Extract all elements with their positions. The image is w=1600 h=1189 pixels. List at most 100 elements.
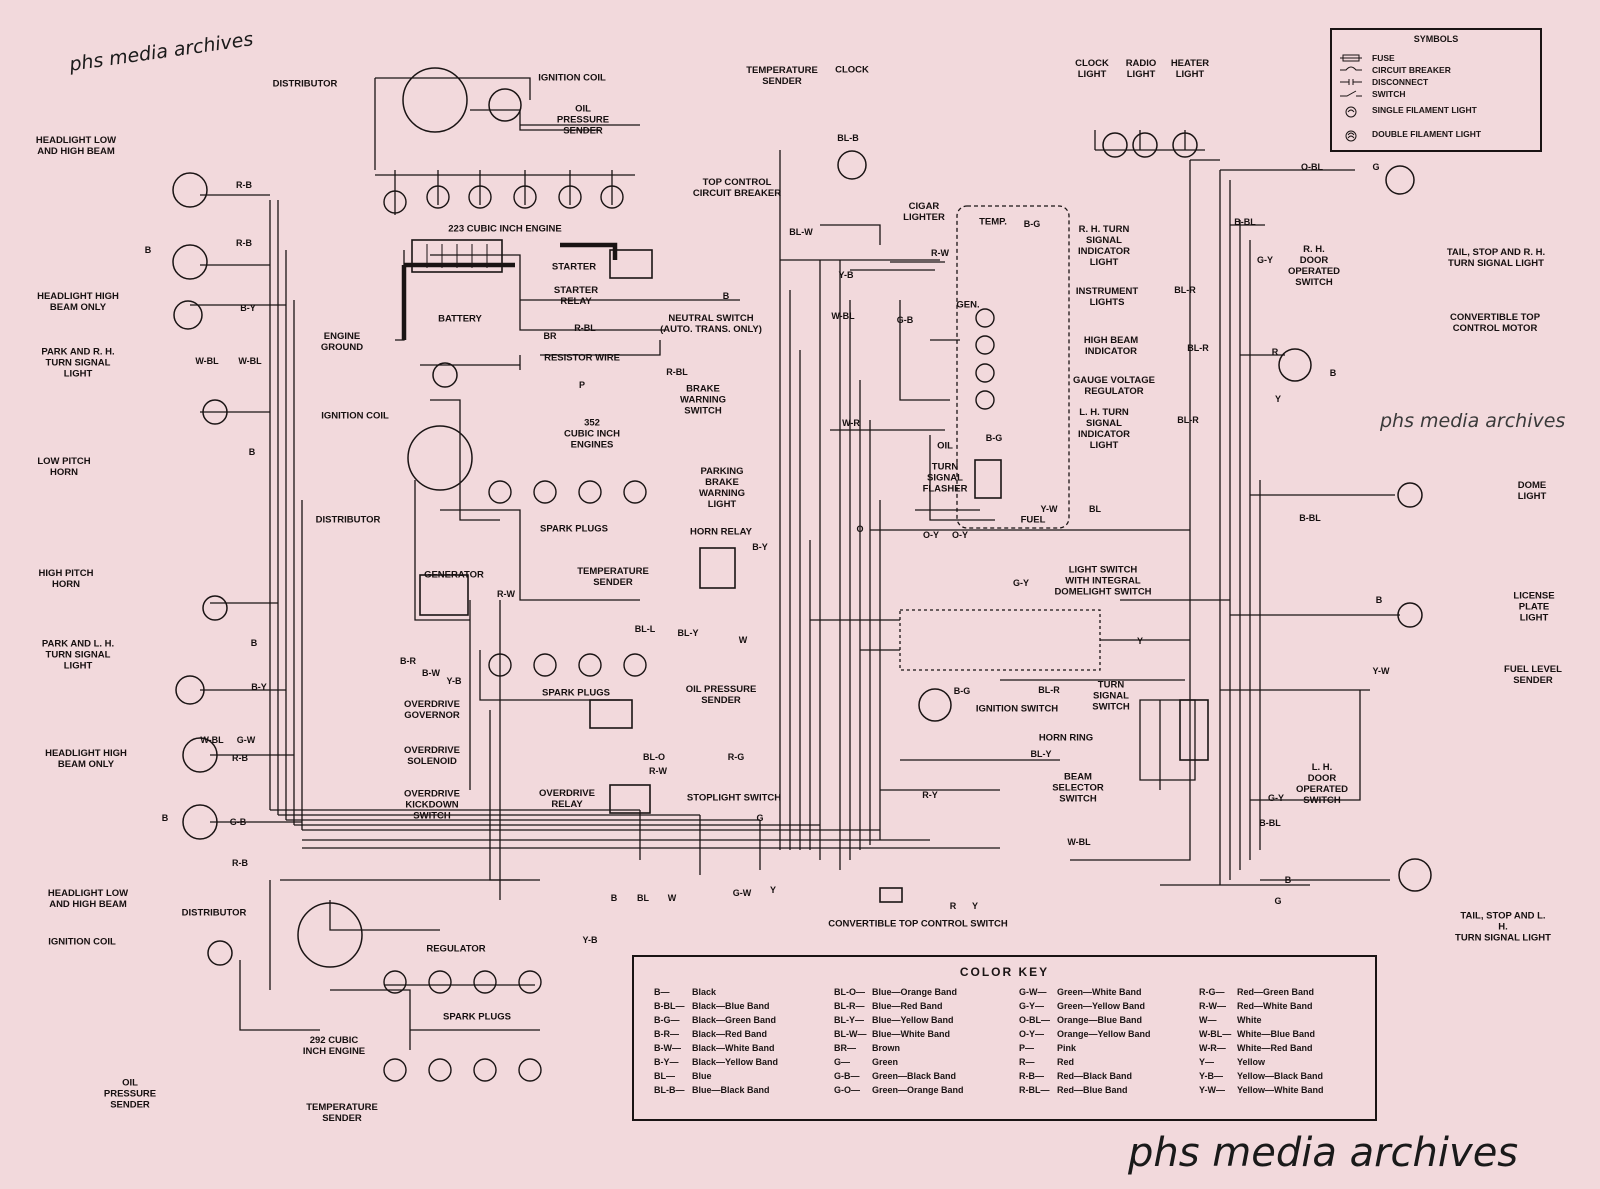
wire-code: G-W [236, 735, 256, 745]
label-brake-warning-switch: BRAKE WARNING SWITCH [680, 383, 726, 417]
label-spark-plugs-od: SPARK PLUGS [542, 687, 610, 699]
wire-code: BL-O [643, 752, 665, 762]
color-key-column-1: B—Black B-BL—Black—Blue Band B-G—Black—G… [654, 985, 832, 1097]
color-key-row: BL-R—Blue—Red Band [834, 1001, 943, 1011]
low-pitch-horn-body [202, 399, 228, 425]
label-resistor-wire: RESISTOR WIRE [544, 352, 620, 364]
label-cigar-lighter: CIGAR LIGHTER [903, 201, 945, 223]
radio-light-body [1132, 132, 1158, 158]
wire-code: R-W [649, 766, 667, 776]
color-key-row: BL-O—Blue—Orange Band [834, 987, 958, 997]
dome-light-body [1397, 482, 1423, 508]
symbol-label: SINGLE FILAMENT LIGHT [1372, 105, 1477, 115]
label-distributor-mid: DISTRIBUTOR [315, 514, 381, 526]
label-parking-brake-light: PARKING BRAKE WARNING LIGHT [699, 466, 745, 510]
wire-code: B-G [1023, 219, 1041, 229]
label-overdrive-kickdown: OVERDRIVE KICKDOWN SWITCH [404, 788, 460, 822]
color-key-row: G—Green [834, 1057, 899, 1067]
label-stoplight-switch: STOPLIGHT SWITCH [686, 792, 782, 804]
color-key-row: BR—Brown [834, 1043, 900, 1053]
wire-code: Y [1136, 636, 1144, 646]
color-key-row: R-G—Red—Green Band [1199, 987, 1315, 997]
wire-code: BL-R [1187, 343, 1209, 353]
color-key-row: B-Y—Black—Yellow Band [654, 1057, 779, 1067]
label-starter: STARTER [551, 261, 597, 273]
color-key-row: W-R—White—Red Band [1199, 1043, 1313, 1053]
symbol-row-fuse: FUSE [1340, 52, 1395, 64]
wire-code: W-BL [238, 356, 262, 366]
wire-code: O-Y [922, 530, 940, 540]
wire-code: BR [543, 331, 557, 341]
double-filament-light-icon [1340, 130, 1362, 142]
wire-code: B-Y [251, 682, 267, 692]
label-fuel-gauge: FUEL [1020, 514, 1046, 526]
wire-code: W-R [842, 418, 860, 428]
label-headlight-low-high-1: HEADLIGHT LOW AND HIGH BEAM [35, 135, 117, 157]
color-key-row: R-B—Red—Black Band [1019, 1071, 1133, 1081]
label-turn-signal-flasher: TURN SIGNAL FLASHER [922, 461, 968, 495]
wire-code: R-BL [666, 367, 688, 377]
wire-code: W [667, 893, 677, 903]
symbol-label: DOUBLE FILAMENT LIGHT [1372, 129, 1482, 139]
symbol-row-switch: SWITCH [1340, 88, 1406, 100]
color-key-row: R-BL—Red—Blue Band [1019, 1085, 1128, 1095]
turn-signal-flasher-body [974, 459, 1002, 499]
wire-code: W-BL [1067, 837, 1091, 847]
wire-code: R-W [931, 248, 949, 258]
wire-code: B-W [422, 668, 440, 678]
label-clock-light: CLOCK LIGHT [1075, 58, 1109, 80]
wire-code: R-BL [574, 323, 596, 333]
label-rh-turn-indicator: R. H. TURN SIGNAL INDICATOR LIGHT [1078, 224, 1130, 268]
label-rh-door-switch: R. H. DOOR OPERATED SWITCH [1287, 244, 1341, 288]
overdrive-solenoid-body [589, 699, 633, 729]
wire-code: O [856, 524, 864, 534]
label-headlight-high-only-1: HEADLIGHT HIGH BEAM ONLY [37, 291, 119, 313]
label-top-control-circuit-breaker: TOP CONTROL CIRCUIT BREAKER [692, 177, 782, 199]
disconnect-icon [1340, 78, 1362, 86]
label-distributor-low: DISTRIBUTOR [181, 907, 247, 919]
label-engine-223: 223 CUBIC INCH ENGINE [448, 223, 562, 235]
label-light-switch: LIGHT SWITCH WITH INTEGRAL DOMELIGHT SWI… [1054, 564, 1152, 598]
color-key-column-3: G-W—Green—White Band G-Y—Green—Yellow Ba… [1019, 985, 1197, 1097]
color-key-row: Y—Yellow [1199, 1057, 1266, 1067]
label-turn-signal-switch: TURN SIGNAL SWITCH [1092, 679, 1130, 713]
symbol-label: SWITCH [1372, 89, 1406, 99]
label-gen-gauge: GEN. [956, 299, 980, 311]
wire-code: Y-B [838, 270, 854, 280]
headlight-4-body [182, 737, 218, 773]
label-spark-plugs-mid: SPARK PLUGS [540, 523, 608, 535]
wire-code: G-Y [1012, 578, 1030, 588]
wire-code: BL-Y [677, 628, 699, 638]
circuit-breaker-icon [1340, 66, 1362, 74]
wire-code: Y-B [446, 676, 462, 686]
headlight-1-body [172, 172, 208, 208]
battery-body [411, 239, 503, 273]
wire-code: Y-W [1040, 504, 1058, 514]
wire-code: Y-B [582, 935, 598, 945]
headlight-3-body [173, 300, 203, 330]
wire-code: R-B [236, 180, 252, 190]
wire-code: R-Y [922, 790, 938, 800]
color-key-row: BL-B—Blue—Black Band [654, 1085, 770, 1095]
lower-harness [270, 809, 1000, 849]
color-key: COLOR KEY B—Black B-BL—Black—Blue Band B… [632, 955, 1377, 1121]
wire-code: B-G [953, 686, 971, 696]
wire-code: R-B [236, 238, 252, 248]
label-radio-light: RADIO LIGHT [1125, 58, 1157, 80]
label-spark-plugs-low: SPARK PLUGS [443, 1011, 511, 1023]
wire-code: B [161, 813, 169, 823]
wire-code: G-Y [1256, 255, 1274, 265]
wire-code: R [949, 901, 957, 911]
color-key-row: W—White [1199, 1015, 1262, 1025]
wire-code: B-R [400, 656, 416, 666]
wire-code: W [738, 635, 748, 645]
color-key-row: B-R—Black—Red Band [654, 1029, 768, 1039]
label-high-pitch-horn: HIGH PITCH HORN [38, 568, 94, 590]
switch-icon [1340, 90, 1362, 98]
license-light-body [1397, 602, 1423, 628]
symbols-legend: SYMBOLS FUSE CIRCUIT BREAKER DISCONNECT … [1330, 28, 1542, 152]
label-high-beam-indicator: HIGH BEAM INDICATOR [1083, 335, 1139, 357]
wire-code: B [1329, 368, 1337, 378]
label-clock: CLOCK [835, 64, 869, 76]
color-key-row: Y-B—Yellow—Black Band [1199, 1071, 1324, 1081]
